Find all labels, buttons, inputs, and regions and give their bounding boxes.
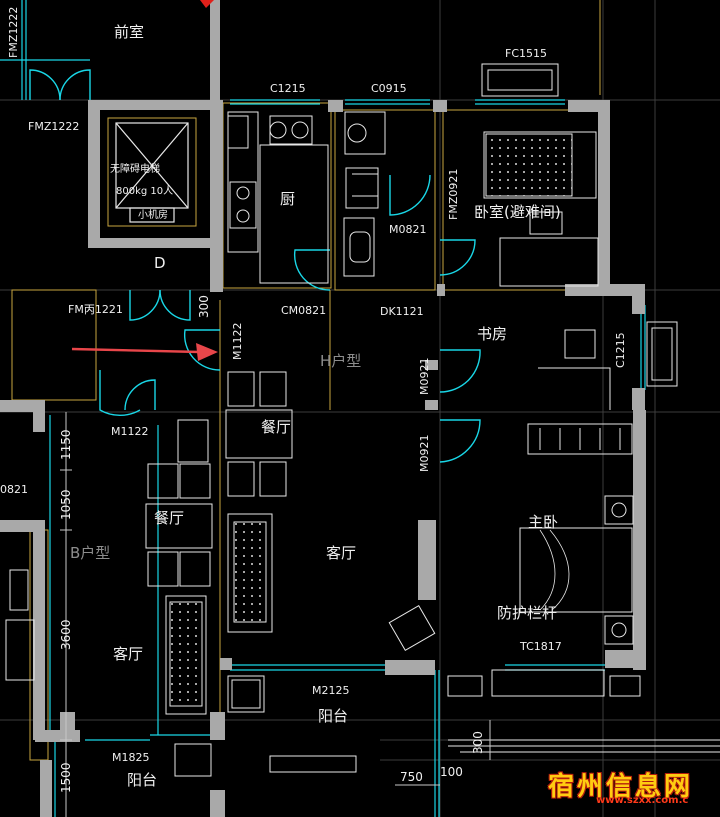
guard-rail-label: 防护栏杆 (497, 604, 558, 622)
door-code-cm0821: CM0821 (281, 304, 327, 317)
dimension-3600: 3600 (59, 619, 73, 650)
h-unit-furniture (225, 371, 357, 773)
room-label-living-h: 客厅 (326, 544, 357, 562)
dimension-300-right: 300 (471, 731, 485, 754)
dimension-1150: 1150 (59, 429, 73, 460)
unit-label-h: H户型 (320, 352, 362, 370)
window-code-tc1817: TC1817 (520, 640, 562, 653)
door-code-m1825: M1825 (112, 751, 150, 764)
room-label-foyer: 前室 (114, 23, 145, 41)
window-code-c0915: C0915 (371, 82, 407, 95)
window-code-fc1515: FC1515 (505, 47, 548, 60)
door-code-m0921-lower: M0921 (418, 434, 431, 473)
door-code-m0921-upper: M0921 (418, 357, 431, 396)
door-code-m2125: M2125 (312, 684, 350, 697)
dimension-100: 100 (440, 765, 463, 779)
dimension-1500: 1500 (59, 762, 73, 793)
door-code-partial-0821: 0821 (0, 483, 28, 496)
b-unit-furniture (5, 419, 213, 777)
study-furniture (538, 321, 678, 410)
room-label-study: 书房 (477, 325, 508, 343)
kitchen-fixtures (227, 111, 329, 284)
red-corner-mark (200, 0, 214, 8)
watermark-url: www.szxx.com.c (596, 795, 689, 806)
door-code-dk1121: DK1121 (380, 305, 424, 318)
room-label-master-bedroom: 主卧 (528, 513, 559, 531)
watermark-logo-text: 宿州信息网 (548, 772, 694, 802)
refuge-bedroom-furniture (481, 63, 599, 287)
window-code-c1215-side: C1215 (614, 332, 627, 368)
walls (0, 0, 646, 817)
room-label-refuge-bedroom: 卧室(避难间) (474, 203, 561, 221)
bathroom-fixtures (343, 111, 386, 277)
dimension-lines (60, 412, 491, 817)
elevator-spec-label: 800kg 10人 (116, 186, 174, 197)
door-code-fmz0921: FMZ0921 (447, 168, 460, 220)
master-bedroom-furniture (388, 423, 641, 697)
room-label-dining-b: 餐厅 (154, 509, 185, 527)
room-label-d: D (154, 254, 166, 272)
door-code-m0821: M0821 (389, 223, 427, 236)
room-label-dining-h: 餐厅 (261, 418, 292, 436)
room-label-balcony-h: 阳台 (318, 707, 349, 725)
elevator-shaft (115, 122, 189, 223)
red-arrow (71, 343, 218, 361)
room-label-kitchen: 厨 (280, 190, 296, 208)
door-swings (29, 69, 481, 463)
dimension-750: 750 (400, 770, 423, 784)
door-code-m1122-vertical: M1122 (231, 322, 244, 361)
unit-label-b: B户型 (70, 544, 111, 562)
room-label-living-b: 客厅 (113, 645, 144, 663)
door-code-fmz-left: FMZ1222 (28, 120, 80, 133)
elevator-label: 无障碍电梯 (110, 164, 160, 175)
dimension-1050: 1050 (59, 489, 73, 520)
room-label-balcony-b: 阳台 (127, 771, 158, 789)
door-code-fm1221: FM丙1221 (68, 303, 123, 316)
dimension-300-top: 300 (197, 295, 211, 318)
balcony-rail (448, 739, 720, 753)
machine-room-label: 小机房 (138, 210, 168, 221)
elevator-car (107, 117, 197, 227)
door-code-m1122: M1122 (111, 425, 149, 438)
window-code-c1215-top: C1215 (270, 82, 306, 95)
door-code-fmz-top: FMZ1222 (7, 6, 20, 58)
